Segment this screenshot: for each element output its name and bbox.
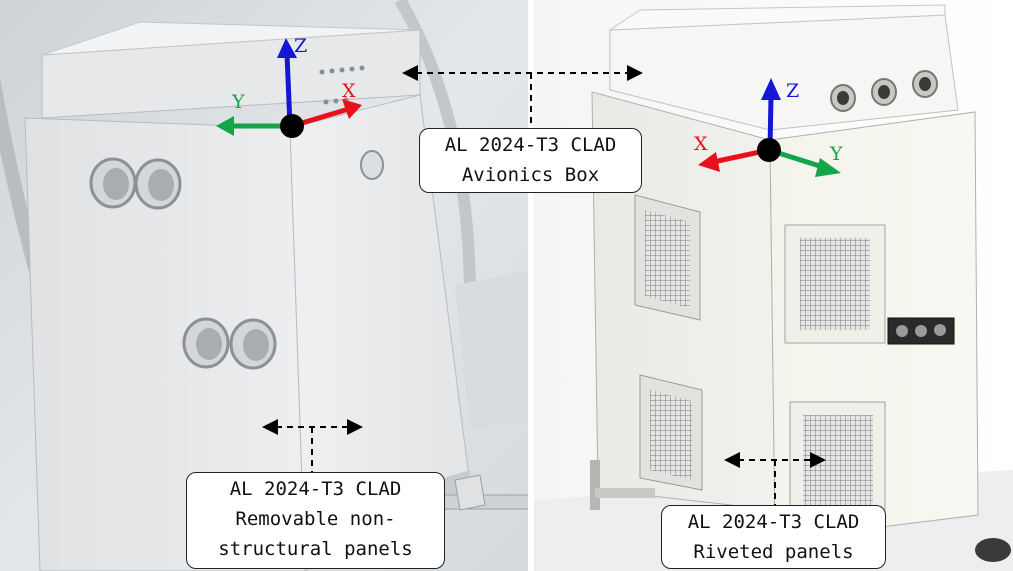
- z-axis-arrowhead: [277, 38, 297, 58]
- origin-marker: [757, 138, 781, 162]
- port-group-upper: [89, 157, 182, 210]
- left-coordinate-axes: X Y Z: [216, 35, 362, 138]
- right-photo: X Y Z: [534, 0, 1013, 571]
- vent-front-lower: [789, 401, 886, 513]
- port-group-lower: [182, 317, 277, 370]
- avionics-box-callout: AL 2024-T3 CLAD Avionics Box: [419, 128, 642, 193]
- x-axis-arrowhead: [698, 152, 720, 172]
- connector-plate: [887, 317, 955, 345]
- callout-material: AL 2024-T3 CLAD: [687, 511, 860, 533]
- y-axis-arrowhead: [216, 116, 234, 136]
- top-ports: [830, 70, 938, 112]
- avionics-box-top: [608, 4, 946, 31]
- callout-material: AL 2024-T3 CLAD: [229, 478, 402, 500]
- callout-description: Avionics Box: [461, 164, 600, 186]
- avionics-box-leader: [402, 65, 643, 128]
- vent-side-upper: [634, 194, 701, 321]
- x-axis-arrowhead: [342, 99, 362, 119]
- avionics-box-top: [41, 21, 421, 56]
- vent-front-upper: [784, 224, 886, 344]
- right-coordinate-axes: X Y Z: [694, 78, 843, 177]
- callout-material: AL 2024-T3 CLAD: [444, 134, 617, 156]
- photo-divider: [528, 0, 534, 571]
- z-axis-label: Z: [294, 35, 307, 57]
- removable-panel-front: [24, 117, 306, 571]
- callout-description: Riveted panels: [693, 541, 854, 563]
- riveted-panels-callout: AL 2024-T3 CLAD Riveted panels: [661, 505, 886, 569]
- mounting-fixture: [429, 474, 531, 511]
- riveted-panels-leader: [724, 452, 826, 506]
- removable-panels-callout: AL 2024-T3 CLAD Removable non- structura…: [186, 472, 445, 569]
- background-part: [455, 270, 530, 430]
- callout-description-line2: structural panels: [218, 538, 413, 560]
- z-axis-arrow: [284, 53, 293, 127]
- base-mount: [975, 538, 1011, 562]
- removable-panels-leader: [262, 419, 363, 472]
- x-axis-label: X: [342, 80, 356, 102]
- y-axis-label: Y: [231, 91, 245, 113]
- callout-description-line1: Removable non-: [235, 508, 396, 530]
- z-axis-arrowhead: [761, 78, 781, 100]
- z-axis-label: Z: [786, 80, 799, 102]
- y-axis-label: Y: [829, 143, 843, 165]
- origin-marker: [280, 114, 304, 138]
- side-connector: [360, 150, 384, 180]
- vent-side-lower: [639, 374, 703, 491]
- x-axis-label: X: [694, 133, 708, 155]
- mounting-bracket: [590, 460, 655, 510]
- y-axis-arrowhead: [815, 158, 841, 177]
